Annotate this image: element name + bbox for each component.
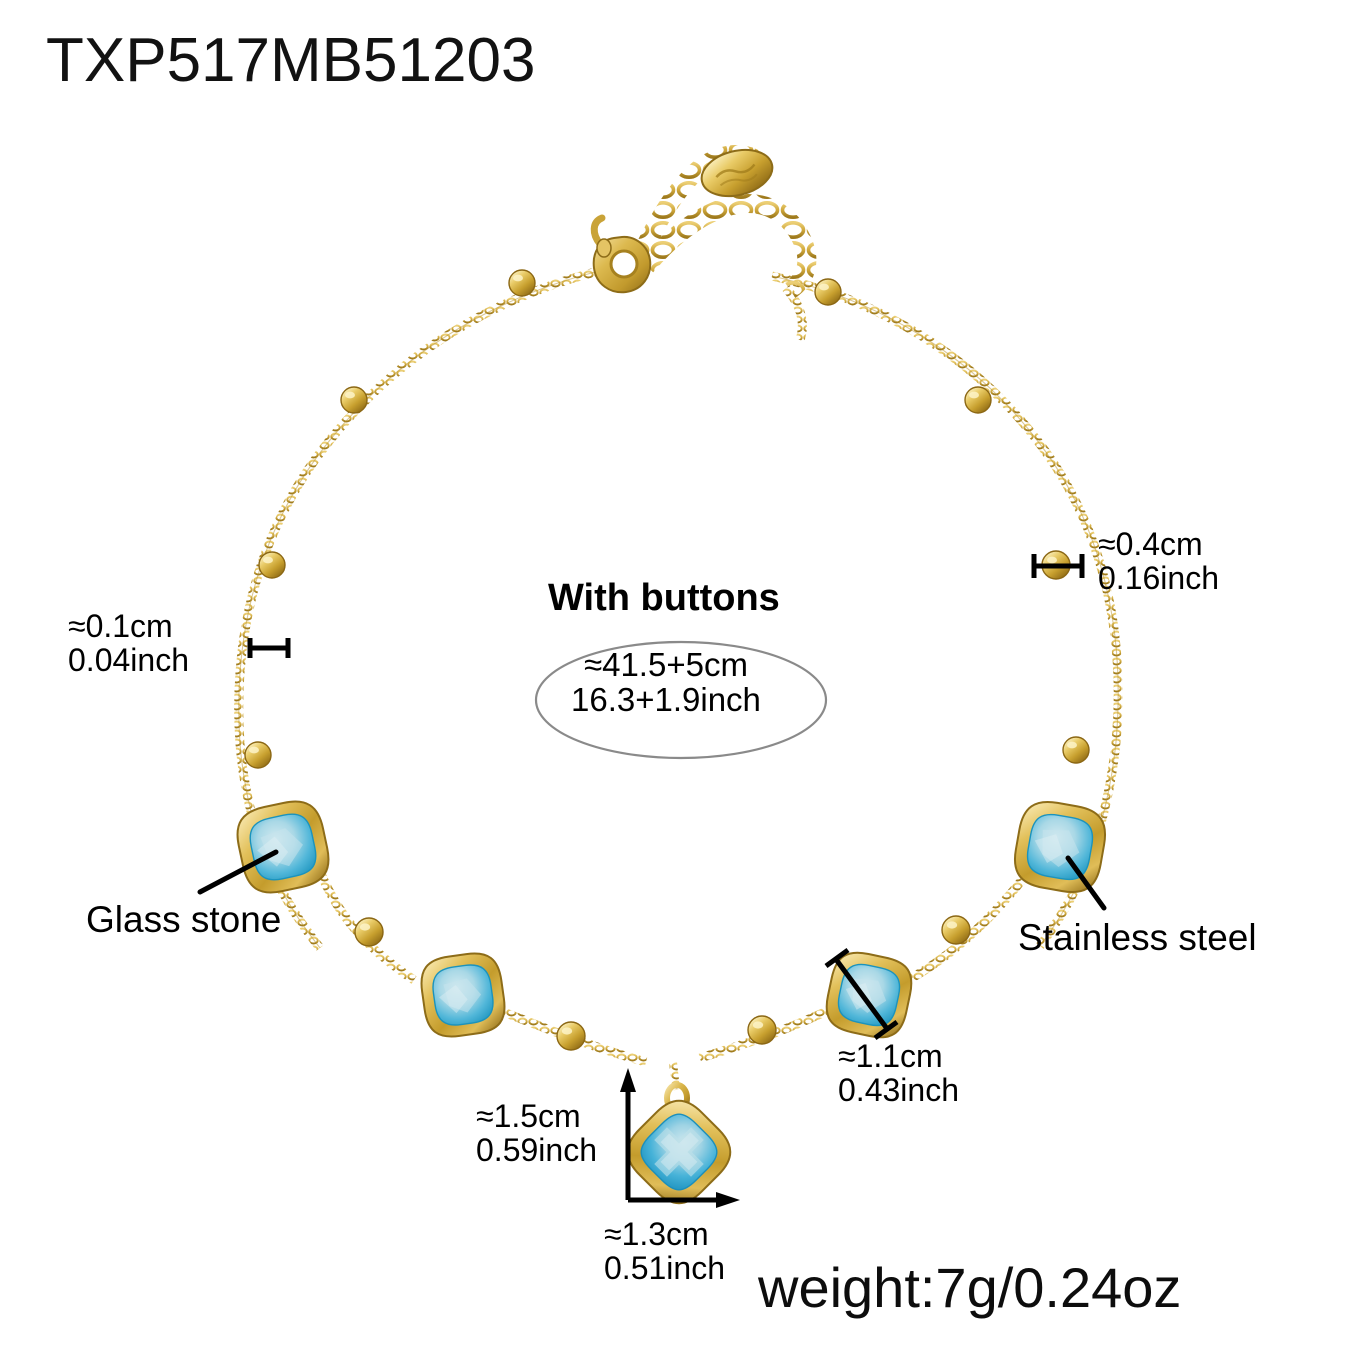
product-weight-label: weight:7g/0.24oz bbox=[758, 1256, 1182, 1319]
pendant-width-inch: 0.51inch bbox=[604, 1249, 725, 1286]
dimension-bead-size bbox=[1031, 554, 1085, 578]
stainless-steel-label: Stainless steel bbox=[1018, 917, 1257, 958]
gold-bead-icon bbox=[354, 917, 384, 947]
gold-bead-icon bbox=[258, 551, 286, 579]
dimension-pendant-width bbox=[628, 1192, 740, 1208]
leader-stainless-steel bbox=[1065, 855, 1107, 911]
gold-bead-icon bbox=[556, 1021, 586, 1051]
station-stone-dimension-label: ≈1.1cm 0.43inch bbox=[838, 1038, 959, 1108]
chain-width-cm: ≈0.1cm bbox=[68, 608, 173, 644]
length-cm: ≈41.5+5cm bbox=[583, 646, 748, 683]
cushion-glass-stone-icon bbox=[420, 952, 506, 1038]
gold-bead-icon bbox=[1062, 736, 1090, 764]
cushion-glass-stone-icon bbox=[236, 800, 330, 894]
glass-stone-label: Glass stone bbox=[86, 899, 282, 940]
lobster-clasp-icon bbox=[590, 214, 652, 294]
dimension-pendant-height bbox=[620, 1068, 636, 1200]
gold-bead-icon bbox=[964, 386, 992, 414]
gold-bead-icon bbox=[340, 386, 368, 414]
gold-bead-icon bbox=[814, 278, 842, 306]
leader-glass-stone bbox=[197, 849, 279, 895]
chain-width-inch: 0.04inch bbox=[68, 641, 189, 678]
station-stone-cm: ≈1.1cm bbox=[838, 1038, 943, 1074]
pendant-height-cm: ≈1.5cm bbox=[476, 1098, 581, 1134]
bead-size-cm: ≈0.4cm bbox=[1098, 526, 1203, 562]
cushion-glass-stone-icon bbox=[1013, 800, 1107, 894]
oval-logo-tag-icon bbox=[700, 148, 774, 198]
necklace-length-label: ≈41.5+5cm 16.3+1.9inch bbox=[571, 646, 761, 718]
length-inch: 16.3+1.9inch bbox=[571, 680, 761, 718]
product-sku: TXP517MB51203 bbox=[46, 26, 536, 95]
pendant-height-dimension-label: ≈1.5cm 0.59inch bbox=[476, 1098, 597, 1168]
dimension-chain-width bbox=[247, 638, 291, 658]
gold-bead-icon bbox=[244, 741, 272, 769]
bead-size-inch: 0.16inch bbox=[1098, 559, 1219, 596]
dimension-station-stone bbox=[824, 947, 899, 1041]
size-ellipse-outline bbox=[534, 640, 828, 760]
chain-width-dimension-label: ≈0.1cm 0.04inch bbox=[68, 608, 189, 678]
pendant-width-dimension-label: ≈1.3cm 0.51inch bbox=[604, 1216, 725, 1286]
callout-leaders bbox=[197, 849, 1107, 911]
gold-bead-icon bbox=[941, 915, 971, 945]
pendant-height-inch: 0.59inch bbox=[476, 1131, 597, 1168]
with-buttons-label: With buttons bbox=[548, 577, 780, 619]
bead-size-dimension-label: ≈0.4cm 0.16inch bbox=[1098, 526, 1219, 596]
gold-bead-group bbox=[244, 269, 1090, 1051]
gold-bead-icon bbox=[747, 1015, 777, 1045]
pendant-width-cm: ≈1.3cm bbox=[604, 1216, 709, 1252]
station-stone-inch: 0.43inch bbox=[838, 1071, 959, 1108]
gold-bead-icon bbox=[508, 269, 536, 297]
